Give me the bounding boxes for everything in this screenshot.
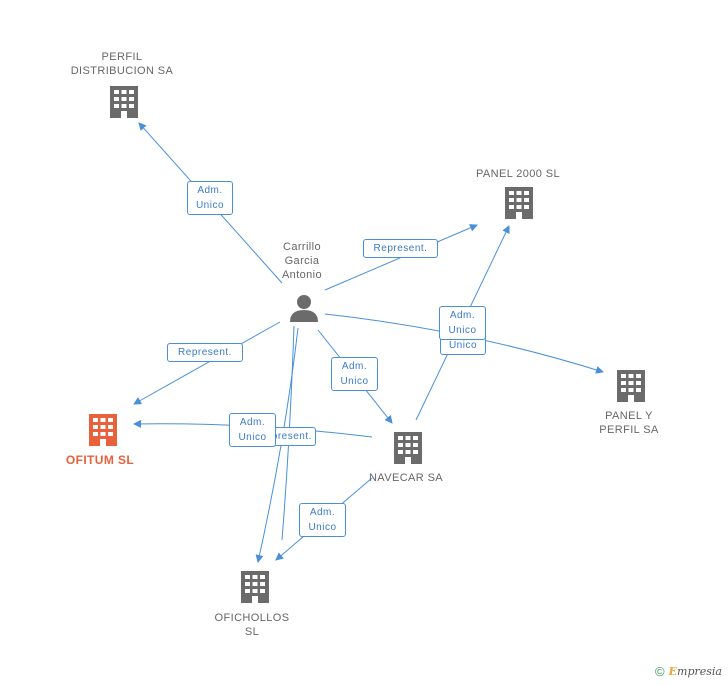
- edge-carrillo-ofitum: [133, 321, 281, 405]
- building-icon[interactable]: [617, 370, 645, 402]
- edge-label-represent: Represent.: [363, 239, 438, 258]
- node-label-panel-y-perfil[interactable]: PANEL Y PERFIL SA: [599, 410, 659, 436]
- node-label-ofitum[interactable]: OFITUM SL: [65, 453, 135, 467]
- edge-label-adm-unico: Adm. Unico: [439, 306, 486, 340]
- building-icon[interactable]: [394, 432, 422, 464]
- brand-logo[interactable]: Empresia: [668, 665, 722, 678]
- building-icon-highlight[interactable]: [89, 414, 117, 446]
- node-label-navecar[interactable]: NAVECAR SA: [368, 472, 444, 484]
- node-label-perfil-distribucion[interactable]: PERFIL DISTRIBUCION SA: [70, 51, 174, 77]
- copyright-symbol: ©: [655, 664, 665, 679]
- building-icon[interactable]: [505, 187, 533, 219]
- edge-label-adm-unico: Adm. Unico: [331, 357, 378, 391]
- person-icon[interactable]: [290, 295, 318, 322]
- node-label-carrillo[interactable]: Carrillo Garcia Antonio: [281, 241, 323, 281]
- building-icon[interactable]: [110, 86, 138, 118]
- edge-label-adm-unico: Adm. Unico: [229, 413, 276, 447]
- footer-brand: © Empresia: [655, 664, 722, 679]
- edge-label-adm-unico: Adm. Unico: [187, 181, 233, 215]
- node-label-panel-2000[interactable]: PANEL 2000 SL: [475, 168, 561, 180]
- building-icon[interactable]: [241, 571, 269, 603]
- edge-label-adm-unico: Adm. Unico: [299, 503, 346, 537]
- edge-label-represent: Represent.: [167, 343, 243, 362]
- node-label-ofichollos[interactable]: OFICHOLLOS SL: [214, 612, 290, 638]
